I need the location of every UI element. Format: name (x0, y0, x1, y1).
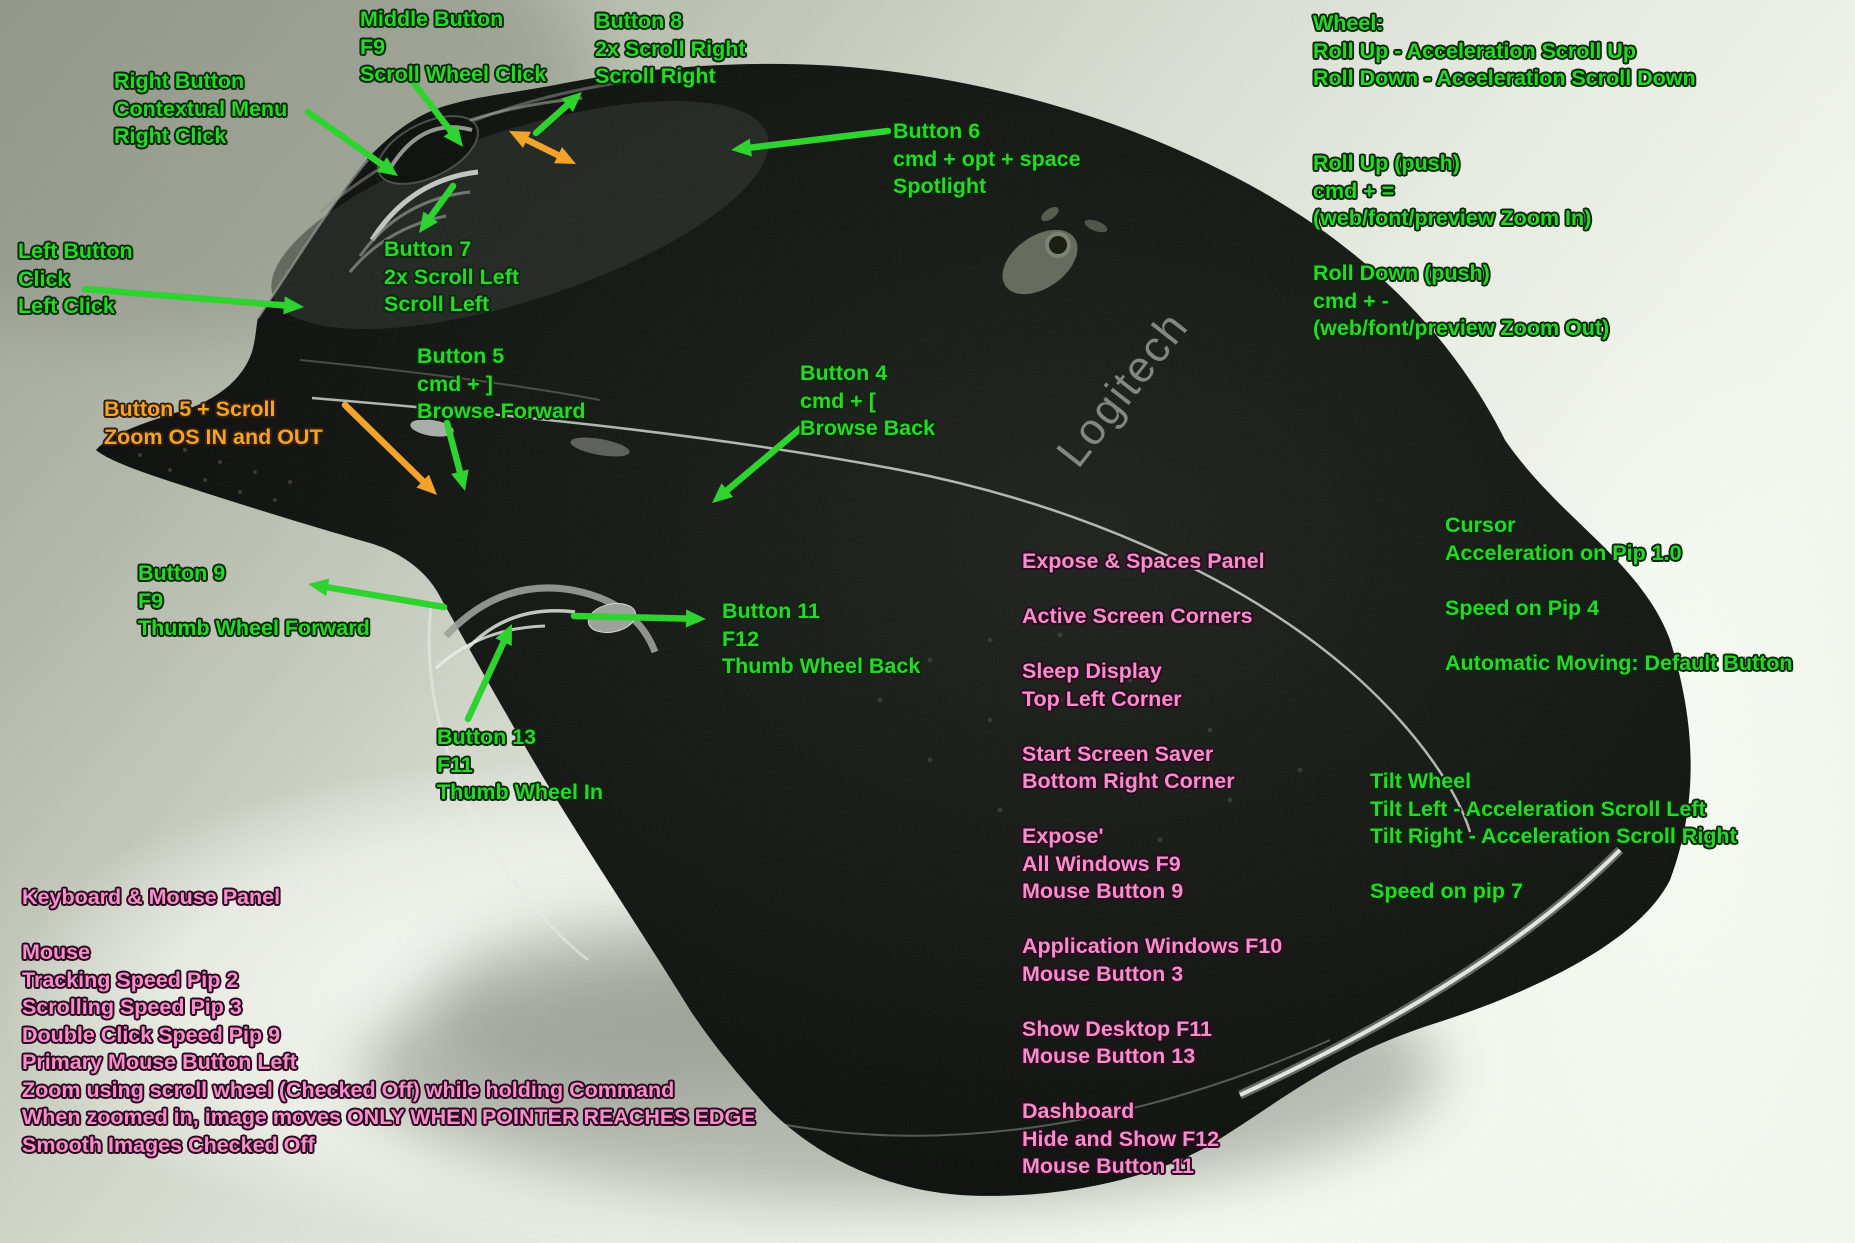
arrow-button-4-head (712, 483, 734, 503)
arrow-button-9-head (308, 578, 330, 597)
arrow-button-9 (316, 582, 448, 611)
arrow-right-button (304, 108, 392, 173)
arrow-button-5-scroll (341, 401, 432, 490)
arrow-button-13-head (495, 624, 512, 646)
arrow-button-8-head (561, 92, 582, 113)
arrow-button-7-head (419, 211, 439, 233)
arrow-button-6 (739, 127, 892, 152)
arrow-button-4 (717, 424, 805, 499)
arrow-button-8 (532, 96, 577, 137)
arrow-button-5 (443, 419, 466, 483)
arrow-right-button-head (376, 157, 398, 176)
arrow-left-button (81, 285, 296, 310)
arrow-wheel-tilt-head2 (509, 131, 531, 148)
arrow-middle-button-head (443, 125, 463, 147)
arrow-wheel-tilt-head (554, 147, 576, 164)
arrow-button-11-head (685, 609, 706, 628)
arrow-button-11 (570, 612, 698, 622)
arrow-button-6-head (731, 138, 752, 157)
arrow-left-button-head (283, 296, 304, 315)
arrow-button-13 (464, 631, 511, 723)
arrow-button-5-scroll-head (416, 474, 437, 495)
arrow-wheel-tilt (516, 133, 569, 162)
arrows-layer (81, 78, 892, 723)
arrow-middle-button (409, 78, 459, 141)
arrow-button-5-head (451, 469, 469, 491)
